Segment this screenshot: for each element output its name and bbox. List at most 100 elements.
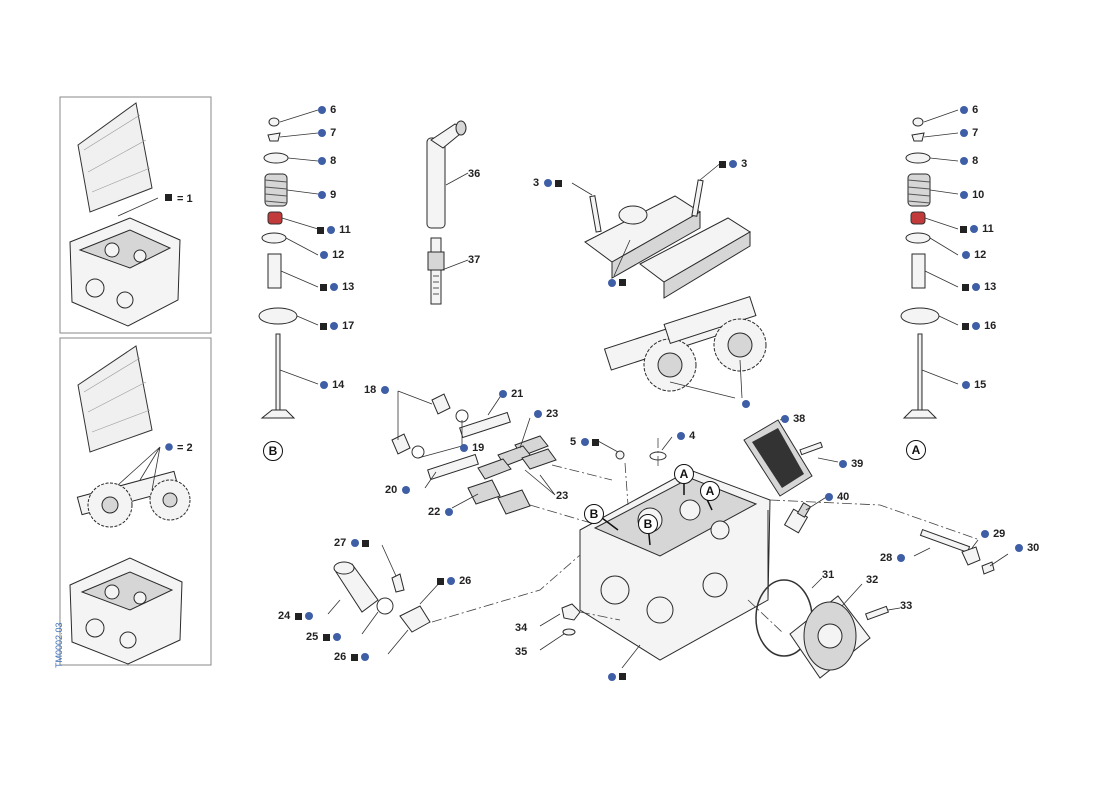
dot-symbol — [459, 444, 468, 453]
square-symbol — [361, 539, 369, 547]
square-symbol — [319, 283, 327, 291]
dot-symbol — [543, 179, 552, 188]
callout-symbols — [532, 408, 543, 420]
dot-symbol — [401, 486, 410, 495]
callout-number: 18 — [364, 384, 377, 396]
callout-number: 8 — [972, 155, 979, 167]
callout-symbols — [958, 127, 969, 139]
callout-symbols — [316, 104, 327, 116]
dot-symbol — [959, 129, 968, 138]
dot-symbol — [444, 508, 453, 517]
valve-stack-b — [258, 117, 298, 419]
callout-symbols — [318, 379, 329, 391]
callout-symbols — [315, 224, 336, 236]
dot-symbol — [446, 577, 455, 586]
callout-number: 28 — [880, 552, 893, 564]
callout-number: 7 — [330, 127, 337, 139]
callout-number: 35 — [515, 646, 528, 658]
view-marker-b: B — [638, 514, 658, 534]
valve-stack-b-leaders — [279, 109, 319, 385]
callout-35: 35 — [515, 645, 527, 659]
callout-number: 15 — [974, 379, 987, 391]
callout-number: 3 — [741, 158, 748, 170]
callout-23a: 23 — [532, 407, 558, 421]
callout-number: 33 — [900, 600, 913, 612]
callout-9: 9 — [316, 188, 336, 202]
dot-symbol — [971, 322, 980, 331]
callout-12b: 12 — [960, 248, 986, 262]
callout-number: 25 — [306, 631, 319, 643]
view-marker-a: A — [906, 440, 926, 460]
callout-number: 23 — [556, 490, 569, 502]
dot-symbol — [1014, 544, 1023, 553]
callout-number: 19 — [472, 442, 485, 454]
callout-39: 39 — [837, 457, 863, 471]
diagram-code: TM0002.03 — [54, 622, 64, 668]
dot-symbol — [317, 191, 326, 200]
callout-number: 24 — [278, 610, 291, 622]
square-symbol — [165, 194, 172, 201]
dot-symbol — [332, 633, 341, 642]
callout-symbols — [349, 651, 370, 663]
square-symbol — [959, 225, 967, 233]
callout-symbols — [958, 223, 979, 235]
callout-37: 37 — [468, 253, 480, 267]
callout-symbols — [435, 575, 456, 587]
callout-number: 11 — [982, 223, 994, 235]
cylinder-head-thumb-2 — [69, 557, 183, 665]
callout-7b: 7 — [958, 126, 978, 140]
callout-27: 27 — [334, 536, 370, 550]
callout-number: 21 — [511, 388, 524, 400]
callout-8b: 8 — [958, 154, 978, 168]
square-symbol — [718, 160, 726, 168]
dot-symbol — [969, 225, 978, 234]
callout-number: 20 — [385, 484, 398, 496]
square-symbol — [294, 612, 302, 620]
callout-number: 30 — [1027, 542, 1040, 554]
callout-symbols — [960, 379, 971, 391]
valve-spring — [264, 173, 288, 207]
callout-number: 7 — [972, 127, 979, 139]
callout-18: 18 — [364, 383, 390, 397]
dot-symbol — [959, 191, 968, 200]
callout-10: 10 — [958, 188, 984, 202]
dot-symbol — [498, 390, 507, 399]
callout-number: 23 — [546, 408, 559, 420]
square-symbol — [319, 322, 327, 330]
callout-number: 12 — [974, 249, 987, 261]
callout-26b: 26 — [334, 650, 370, 664]
callout-number: 10 — [972, 189, 985, 201]
callout-symbols-only — [606, 668, 627, 686]
callout-11b: 11 — [958, 222, 994, 236]
dot-symbol — [319, 381, 328, 390]
callout-symbols-only — [606, 274, 627, 292]
callout-symbols — [400, 484, 411, 496]
callout-symbols — [779, 413, 790, 425]
dot-symbol — [360, 653, 369, 662]
callout-symbols — [349, 537, 370, 549]
callout-number: 34 — [515, 622, 528, 634]
dot-symbol — [961, 251, 970, 260]
callout-number: 6 — [330, 104, 337, 116]
nut-and-washer — [561, 603, 581, 636]
camshafts — [603, 295, 767, 392]
callout-31: 31 — [822, 568, 834, 582]
callout-number: 32 — [866, 574, 879, 586]
square-symbol — [316, 226, 324, 234]
callout-28: 28 — [880, 551, 906, 565]
square-symbol — [350, 653, 358, 661]
marker-arrows — [601, 483, 713, 546]
dot-symbol — [607, 278, 616, 287]
callout-symbols — [837, 458, 848, 470]
callout-7a: 7 — [316, 126, 336, 140]
square-symbol — [961, 322, 969, 330]
callout-number: 14 — [332, 379, 345, 391]
callout-number: 37 — [468, 254, 481, 266]
dot-symbol — [326, 226, 335, 235]
square-symbol — [961, 283, 969, 291]
dot-symbol — [971, 283, 980, 292]
view-marker-b: B — [263, 441, 283, 461]
dot-symbol — [580, 438, 589, 447]
callout-13b: 13 — [960, 280, 996, 294]
